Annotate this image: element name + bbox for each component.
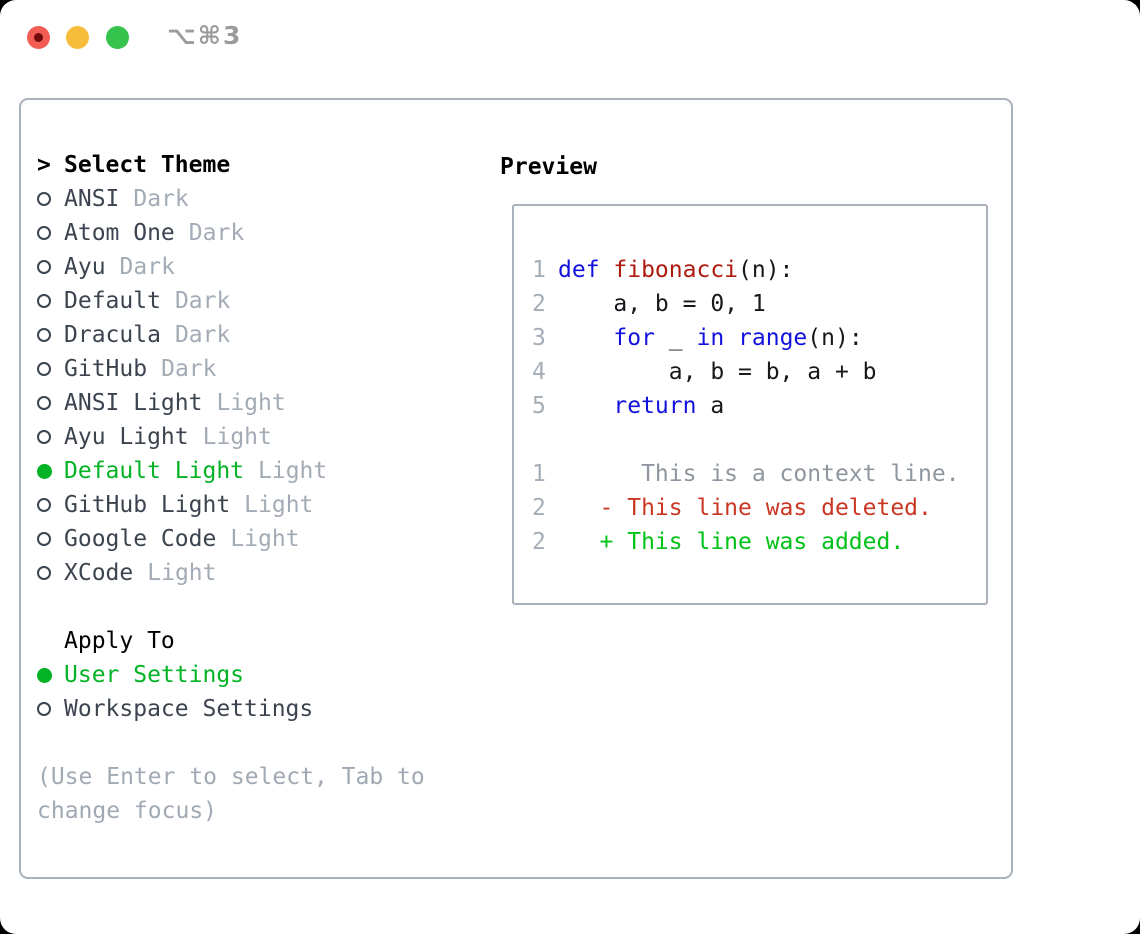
keyboard-hint-line2: change focus) [37, 798, 218, 824]
radio-unselected-icon [37, 430, 51, 444]
theme-option-default-dark[interactable]: Default Dark [37, 284, 425, 318]
blank-line [532, 423, 986, 457]
code-line: 3 for _ in range(n): [532, 325, 863, 351]
theme-option-dracula-dark[interactable]: Dracula Dark [37, 318, 425, 352]
theme-name: ANSI [64, 186, 120, 212]
apply-option-workspace-settings[interactable]: Workspace Settings [37, 692, 425, 726]
close-button-icon[interactable] [27, 26, 50, 49]
radio-unselected-icon [37, 192, 51, 206]
cursor-prompt-icon: > [37, 152, 51, 178]
theme-name: ANSI Light [64, 390, 203, 416]
theme-option-google-code[interactable]: Google Code Light [37, 522, 425, 556]
theme-variant: Dark [133, 186, 189, 212]
zoom-button-icon[interactable] [106, 26, 129, 49]
theme-option-github-dark[interactable]: GitHub Dark [37, 352, 425, 386]
radio-unselected-icon [37, 328, 51, 342]
apply-to-heading: Apply To [64, 628, 175, 654]
code-line: 4 a, b = b, a + b [532, 359, 877, 385]
theme-variant: Light [216, 390, 286, 416]
radio-unselected-icon [37, 396, 51, 410]
titlebar: ⌥⌘3 [0, 0, 1140, 74]
apply-option-label: Workspace Settings [64, 696, 314, 722]
radio-unselected-icon [37, 702, 51, 716]
diff-added-line: 2 + This line was added. [532, 529, 905, 555]
radio-unselected-icon [37, 226, 51, 240]
theme-option-ayu-dark[interactable]: Ayu Dark [37, 250, 425, 284]
radio-unselected-icon [37, 294, 51, 308]
theme-name: Default [64, 288, 161, 314]
close-dot-icon [34, 33, 43, 42]
code-line: 5 return a [532, 393, 725, 419]
theme-name: Google Code [64, 526, 217, 552]
spacer-row [37, 726, 425, 760]
theme-variant: Light [244, 492, 314, 518]
theme-option-ansi-light[interactable]: ANSI Light Light [37, 386, 425, 420]
theme-option-default-light[interactable]: Default Light Light [37, 454, 425, 488]
theme-variant: Light [258, 458, 328, 484]
apply-to-heading-row: Apply To [37, 624, 425, 658]
theme-name: Default Light [64, 458, 245, 484]
theme-variant: Dark [161, 356, 217, 382]
theme-variant: Light [202, 424, 272, 450]
preview-heading: Preview [500, 154, 597, 180]
theme-variant: Dark [174, 322, 231, 348]
select-theme-heading: Select Theme [64, 152, 231, 178]
keyboard-hint-line1: (Use Enter to select, Tab to [37, 764, 425, 790]
theme-name: Ayu [64, 254, 106, 280]
theme-variant: Dark [119, 254, 175, 280]
radio-selected-icon [37, 463, 52, 479]
code-line: 2 a, b = 0, 1 [532, 291, 766, 317]
apply-option-label: User Settings [64, 662, 245, 688]
radio-unselected-icon [37, 532, 51, 546]
theme-variant: Dark [174, 288, 231, 314]
theme-name: GitHub [64, 356, 148, 382]
apply-option-user-settings[interactable]: User Settings [37, 658, 425, 692]
theme-option-xcode[interactable]: XCode Light [37, 556, 425, 590]
theme-option-ansi-dark[interactable]: ANSI Dark [37, 182, 425, 216]
theme-option-atom-one-dark[interactable]: Atom One Dark [37, 216, 425, 250]
theme-variant: Light [230, 526, 300, 552]
radio-unselected-icon [37, 566, 51, 580]
theme-option-github-light[interactable]: GitHub Light Light [37, 488, 425, 522]
select-theme-heading-row: > Select Theme [37, 148, 425, 182]
theme-name: XCode [64, 560, 134, 586]
theme-name: Ayu Light [64, 424, 189, 450]
radio-selected-icon [37, 667, 52, 683]
theme-option-ayu-light[interactable]: Ayu Light Light [37, 420, 425, 454]
theme-variant: Dark [188, 220, 245, 246]
radio-unselected-icon [37, 260, 51, 274]
theme-name: Atom One [64, 220, 175, 246]
radio-unselected-icon [37, 362, 51, 376]
diff-deleted-line: 2 - This line was deleted. [532, 495, 932, 521]
radio-unselected-icon [37, 498, 51, 512]
theme-picker-panel: > Select Theme ANSI Dark Atom One Dark A… [19, 98, 1013, 879]
spacer-row [37, 590, 425, 624]
window-shortcut-label: ⌥⌘3 [167, 21, 243, 50]
theme-name: GitHub Light [64, 492, 231, 518]
minimize-button-icon[interactable] [66, 26, 89, 49]
theme-name: Dracula [64, 322, 161, 348]
theme-variant: Light [147, 560, 217, 586]
theme-list: > Select Theme ANSI Dark Atom One Dark A… [37, 148, 425, 828]
diff-context-line: 1 This is a context line. [532, 461, 960, 487]
